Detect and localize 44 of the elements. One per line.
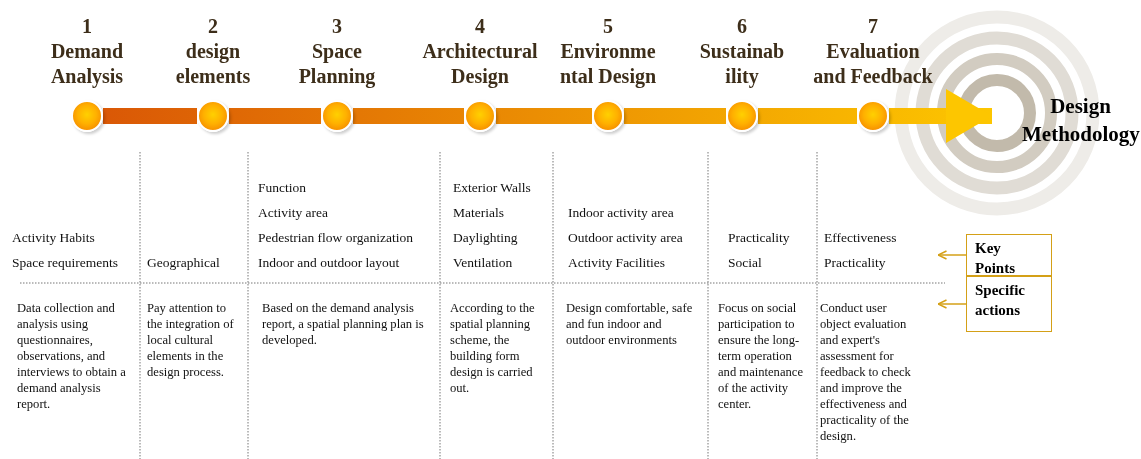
step-title: Architectural Design (421, 39, 539, 89)
key-point-text: Social (728, 255, 763, 271)
key-point-text: Ventilation (453, 255, 514, 271)
step-number: 5 (603, 14, 613, 39)
goal-text: Design Methodology (1022, 92, 1139, 148)
step-title: Space Planning (297, 39, 377, 89)
step-number: 1 (82, 14, 92, 39)
action-text: Based on the demand analysis report, a spatial planning plan is developed. (262, 300, 425, 348)
key-point-text: Exterior Walls (453, 180, 531, 196)
key-point-text: Practicality (824, 255, 887, 271)
key-point-text: Space requirements (12, 255, 119, 271)
step-number: 4 (475, 14, 485, 39)
key-point-text: Activity area (258, 205, 330, 221)
step-title: design elements (174, 39, 252, 89)
key-point-text: Function (258, 180, 307, 196)
key-point-text: Pedestrian flow organization (258, 230, 413, 246)
step-number: 6 (737, 14, 747, 39)
step-number: 7 (868, 14, 878, 39)
action-text: Conduct user object evaluation and expert's assessment for feedback to check and improve the effectiveness and practicality of the design. (820, 300, 912, 444)
key-point-text: Indoor and outdoor layout (258, 255, 401, 271)
step-title: Sustainab ility (698, 39, 786, 89)
step-title: Evaluation and Feedback (812, 39, 934, 89)
key-point-text: Effectiveness (824, 230, 897, 246)
action-text: Data collection and analysis using questionnaires, observations, and interviews to obtain a demand analysis report. (17, 300, 127, 412)
arrow (937, 299, 967, 309)
key-point-text: Indoor activity area (568, 205, 675, 221)
key-point-text: Activity Habits (12, 230, 96, 246)
key-point-text: Materials (453, 205, 505, 221)
step-title: Demand Analysis (49, 39, 125, 89)
action-text: According to the spatial planning scheme, the building form design is carried out. (450, 300, 536, 396)
arrow (937, 250, 967, 260)
action-text: Design comfortable, safe and fun indoor and outdoor environments (566, 300, 694, 348)
step-title: Environme ntal Design (558, 39, 658, 89)
action-text: Focus on social participation to ensure the long-term operation and maintenance of the activity center. (718, 300, 804, 412)
key-point-text: Daylighting (453, 230, 519, 246)
action-text: Pay attention to the integration of local cultural elements in the design process. (147, 300, 235, 380)
legend-box: Specific actions (966, 276, 1052, 332)
key-point-text: Geographical (147, 255, 220, 271)
key-point-text: Outdoor activity area (568, 230, 683, 246)
legend-box: Key Points (966, 234, 1052, 276)
step-number: 3 (332, 14, 342, 39)
key-point-text: Activity Facilities (568, 255, 667, 271)
key-point-text: Practicality (728, 230, 790, 246)
step-number: 2 (208, 14, 218, 39)
